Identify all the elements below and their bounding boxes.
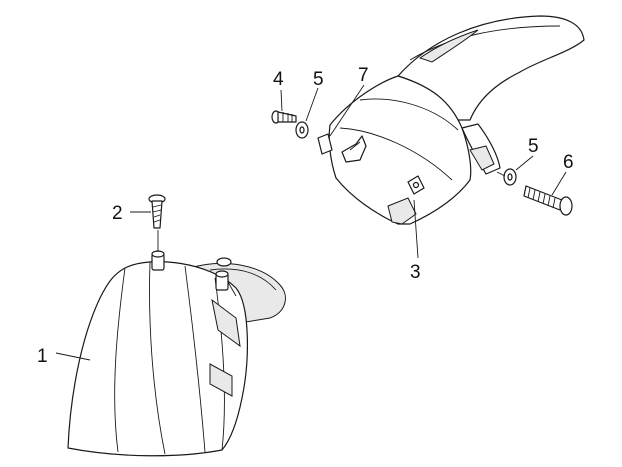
- screw-part-6: [523, 185, 573, 216]
- rear-mudguard-body: [328, 75, 472, 225]
- rear-mudguard-part: [328, 15, 585, 225]
- callout-5-left: 5: [313, 69, 324, 90]
- washer-part-5b: [503, 168, 517, 186]
- leader-lines: [55, 84, 567, 361]
- callout-7: 7: [358, 65, 369, 86]
- callout-6: 6: [563, 152, 574, 173]
- screw-part-4: [271, 110, 297, 124]
- washer-part-5a: [295, 121, 309, 139]
- front-mudguard-part: [67, 250, 286, 457]
- callout-3: 3: [410, 262, 421, 283]
- callout-4: 4: [273, 69, 284, 90]
- clip-nut-part-7: [317, 133, 367, 163]
- rear-mudguard-clip-tab: [387, 197, 417, 225]
- callout-5-right: 5: [528, 136, 539, 157]
- mudguard-main-shell: [67, 261, 248, 457]
- screw-part-2: [148, 194, 166, 229]
- callout-2: 2: [112, 203, 123, 224]
- callout-1: 1: [37, 346, 48, 367]
